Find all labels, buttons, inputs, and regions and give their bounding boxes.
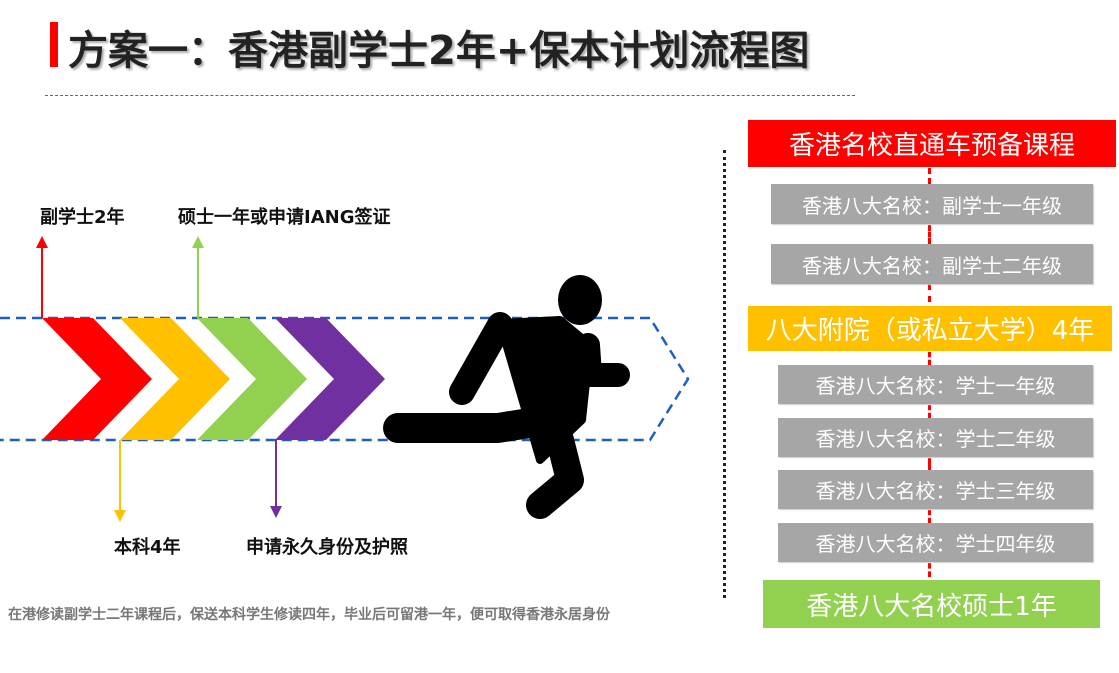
stage-chevron-residency (275, 318, 385, 440)
title-accent-bar (50, 22, 58, 67)
connector (928, 225, 934, 244)
flow-final-master: 香港八大名校硕士1年 (763, 580, 1100, 628)
flow-step-associate-year-1: 香港八大名校：副学士一年级 (771, 184, 1093, 224)
label-master-or-iang: 硕士一年或申请IANG签证 (178, 207, 391, 228)
label-associate-degree: 副学士2年 (40, 207, 125, 228)
flow-step-bachelor-year-1: 香港八大名校：学士一年级 (778, 365, 1093, 404)
connector (928, 168, 934, 184)
running-man-icon (383, 275, 630, 519)
flow-step-bachelor-year-4: 香港八大名校：学士四年级 (778, 523, 1093, 562)
connector (928, 510, 934, 523)
stage-chevron-master (197, 318, 307, 440)
title-divider (45, 95, 855, 96)
flow-step-associate-year-2: 香港八大名校：副学士二年级 (771, 244, 1093, 284)
label-bachelor: 本科4年 (114, 537, 181, 558)
connector-arrow (928, 563, 934, 577)
footnote: 在港修读副学士二年课程后，保送本科学生修读四年，毕业后可留港一年，便可取得香港永… (8, 607, 610, 623)
timeline-diagram (0, 236, 690, 522)
page-title: 方案一：香港副学士2年+保本计划流程图 (68, 28, 810, 74)
connector-arrow (928, 284, 934, 302)
stage-chevron-associate (42, 318, 152, 440)
connector (928, 352, 934, 365)
stage-chevron-bachelor (120, 318, 230, 440)
flow-step-bachelor-year-2: 香港八大名校：学士二年级 (778, 418, 1093, 457)
connector (928, 458, 934, 470)
connector (928, 405, 934, 418)
label-permanent-residency: 申请永久身份及护照 (246, 537, 408, 558)
flow-header-prep-course: 香港名校直通车预备课程 (748, 120, 1116, 167)
flow-step-bachelor-year-3: 香港八大名校：学士三年级 (778, 470, 1093, 509)
flow-bachelor-header: 八大附院（或私立大学）4年 (748, 306, 1112, 351)
dotted-separator (723, 150, 726, 598)
